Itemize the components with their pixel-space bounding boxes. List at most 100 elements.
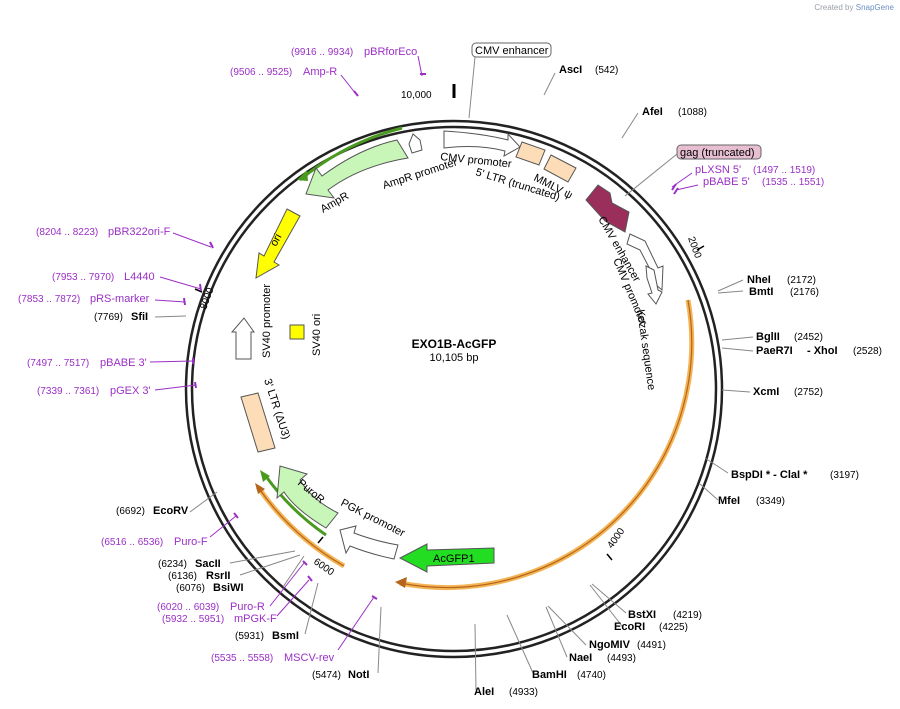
enzyme-afei: AfeI <box>642 106 663 118</box>
ampr-arrow <box>305 139 409 199</box>
primer-puro-r-pos: (6020 .. 6039) <box>157 602 219 613</box>
credit-prefix: Created by <box>814 3 854 12</box>
enzyme-xcmi: XcmI <box>753 386 779 398</box>
primer-pbabe5: pBABE 5' <box>703 176 750 188</box>
enzyme-sfii-pos: (7769) <box>94 312 123 323</box>
enzyme-bsmi-pos: (5931) <box>235 631 264 642</box>
enzyme-leaders <box>154 72 754 691</box>
enzyme-bstxi: BstXI <box>628 609 656 621</box>
enzyme-bamhi: BamHI <box>532 669 567 681</box>
primer-pbr322ori-f-pos: (8204 .. 8223) <box>36 227 98 238</box>
enzyme-ecorv-pos: (6692) <box>116 506 145 517</box>
primer-plxsn5-pos: (1497 .. 1519) <box>753 165 815 176</box>
enzyme-bglii-pos: (2452) <box>794 332 823 343</box>
enzyme-xhoi-pos: (2528) <box>853 346 882 357</box>
ori-arrow <box>255 208 301 279</box>
acgfp1-label: AcGFP1 <box>433 553 475 565</box>
sv40-promoter-label: SV40 promoter <box>261 284 273 358</box>
enzyme-bstxi-pos: (4219) <box>673 610 702 621</box>
primer-pbrforeco: pBRforEco <box>364 46 417 58</box>
primer-prs-marker-pos: (7853 .. 7872) <box>18 294 80 305</box>
enzyme-sacii: SacII <box>195 558 221 570</box>
puror-green-arc <box>263 474 327 537</box>
sv40-ori-label: SV40 ori <box>311 314 323 356</box>
primer-mpgk-f: mPGK-F <box>234 613 277 625</box>
cmv-enhancer-box <box>471 42 552 58</box>
enzyme-bsmi: BsmI <box>272 630 299 642</box>
enzyme-nhei-pos: (2172) <box>787 275 816 286</box>
gag-box <box>676 144 762 160</box>
primer-marks <box>183 73 679 600</box>
ampr-promoter-arrow <box>408 133 423 154</box>
plasmid-name: EXO1B-AcGFP <box>412 337 497 351</box>
enzyme-bglii: BglII <box>756 331 780 343</box>
sv40-ori-box <box>289 324 305 340</box>
enzyme-bamhi-pos: (4740) <box>577 670 606 681</box>
plasmid-size: 10,105 bp <box>430 352 479 364</box>
ltr3-box <box>240 392 276 453</box>
enzyme-bspdi-clai: BspDI * - ClaI * <box>731 469 808 481</box>
enzyme-alei-pos: (4933) <box>509 687 538 698</box>
primer-puro-f-pos: (6516 .. 6536) <box>101 537 163 548</box>
enzyme-asci: AscI <box>559 64 582 76</box>
backbone-outer <box>184 119 724 659</box>
ampr-green-arc <box>299 126 403 182</box>
enzyme-naei: NaeI <box>569 652 592 664</box>
primer-pbabe3-pos: (7497 .. 7517) <box>27 358 89 369</box>
snapgene-logo: SnapGene <box>855 3 894 12</box>
enzyme-rsrii-pos: (6136) <box>168 571 197 582</box>
enzyme-xcmi-pos: (2752) <box>794 387 823 398</box>
mmlv-box <box>543 154 577 183</box>
primer-mscv-rev-pos: (5535 .. 5558) <box>211 653 273 664</box>
enzyme-noti: NotI <box>348 669 369 681</box>
primer-ampr-pos: (9506 .. 9525) <box>230 67 292 78</box>
enzyme-xhoi: - XhoI <box>807 345 838 357</box>
primer-pgex3-pos: (7339 .. 7361) <box>37 386 99 397</box>
primer-ampr: Amp-R <box>303 66 337 78</box>
primer-plxsn5: pLXSN 5' <box>695 164 741 176</box>
enzyme-bmti-pos: (2176) <box>790 287 819 298</box>
ring-ticks <box>194 245 705 561</box>
primer-mpgk-f-pos: (5932 .. 5951) <box>162 614 224 625</box>
acgfp1-arrow <box>398 543 495 573</box>
kozak-label: Kozak sequence <box>634 309 657 391</box>
enzyme-bmti: BmtI <box>749 286 773 298</box>
enzyme-paer7i: PaeR7I <box>756 345 793 357</box>
orange-orf-arc-core <box>399 299 693 589</box>
primer-pbrforeco-pos: (9916 .. 9934) <box>291 47 353 58</box>
primer-pbabe3: pBABE 3' <box>100 357 147 369</box>
snapgene-credit: Created by SnapGene <box>814 3 894 12</box>
enzyme-alei: AleI <box>474 686 494 698</box>
cmv-enhancer-box-label: CMV enhancer <box>475 45 549 57</box>
puror-arrow <box>276 465 339 529</box>
enzyme-mfei: MfeI <box>718 495 740 507</box>
primer-pbr322ori-f: pBR322ori-F <box>108 226 171 238</box>
tick-10000: 10,000 <box>401 90 432 101</box>
primer-l4440: L4440 <box>124 271 155 283</box>
primer-puro-r: Puro-R <box>230 601 265 613</box>
enzyme-rsrii: RsrII <box>206 570 230 582</box>
enzyme-ngomiv-pos: (4491) <box>637 640 666 651</box>
enzyme-ecorv: EcoRV <box>153 505 189 517</box>
enzyme-sacii-pos: (6234) <box>158 559 187 570</box>
orange-orf-arc-head <box>395 577 407 588</box>
pgk-promoter-arrow <box>339 525 399 560</box>
gag-leader <box>624 153 678 197</box>
orange-arc-left-core <box>257 486 345 567</box>
enzyme-bspdi-clai-pos: (3197) <box>830 470 859 481</box>
enzyme-afei-pos: (1088) <box>678 107 707 118</box>
enzyme-noti-pos: (5474) <box>312 670 341 681</box>
cmv-promoter-inner-arrow <box>645 265 663 305</box>
orange-arc-left-head <box>255 483 265 494</box>
enzyme-ecori: EcoRI <box>614 621 645 633</box>
enzyme-asci-pos: (542) <box>595 65 618 76</box>
primer-prs-marker: pRS-marker <box>90 293 150 305</box>
gag-box-label: gag (truncated) <box>680 147 755 159</box>
gag-arrow <box>585 184 630 233</box>
enzyme-nhei: NheI <box>747 274 771 286</box>
puror-green-arc-head <box>260 470 270 482</box>
sv40-promoter-arrow <box>230 317 255 360</box>
enzyme-naei-pos: (4493) <box>607 653 636 664</box>
enzyme-ngomiv: NgoMIV <box>589 639 631 651</box>
